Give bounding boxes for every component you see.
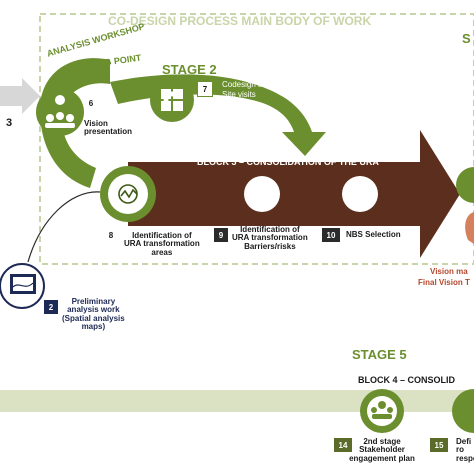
step8-number: 8	[104, 228, 118, 242]
stage3-label: STAGE 3	[208, 141, 263, 156]
step6-number: 6	[84, 96, 98, 110]
step2-line4: maps)	[81, 322, 106, 332]
step7-line2: Site visits	[222, 90, 256, 99]
main-frame-title: CO-DESIGN PROCESS MAIN BODY OF WORK	[108, 14, 372, 28]
step2-text: Preliminary analysis work (Spatial analy…	[62, 297, 125, 332]
step9-line2: URA transformation	[232, 233, 308, 243]
step7-line4: Questionnaires	[222, 110, 276, 119]
group-icon	[371, 401, 393, 419]
block3-title: BLOCK 3 – CONSOLIDATION OF THE URA	[197, 157, 379, 167]
right-vision-line1: Vision ma	[430, 267, 468, 276]
step7-circle	[150, 78, 194, 122]
step14-text: 2nd stage Stakeholder engagement plan	[342, 437, 422, 463]
step14-number: 14	[334, 438, 352, 452]
left-edge-fragment: 3	[6, 117, 13, 129]
step14-line1: 2nd stage	[363, 437, 401, 446]
step9-line1: Identification of	[240, 225, 300, 234]
stage5-label: STAGE 5	[352, 347, 407, 362]
step2-number: 2	[44, 300, 58, 314]
step7-line3: Discussion	[222, 100, 261, 109]
step15-line3: respo	[456, 453, 474, 463]
connector-curve	[27, 191, 101, 263]
step14-line3: engagement plan	[349, 453, 415, 463]
right-green-circle	[456, 167, 474, 203]
step8-text: Identification of URA transformation are…	[124, 231, 200, 257]
step9-number: 9	[214, 228, 228, 242]
block3-main-arrow	[128, 130, 460, 258]
step6-text: Vision presentation	[84, 119, 133, 137]
step7-line1: Codesign activities	[222, 80, 289, 89]
step6-line2: presentation	[84, 127, 133, 137]
step7-text: Codesign activities Site visits Discussi…	[222, 80, 289, 120]
main-frame	[39, 13, 474, 265]
step15-line2: ro	[456, 445, 464, 455]
step15-line1: Defi	[456, 437, 472, 446]
map-monitor-icon	[10, 274, 36, 294]
step2-line3: (Spatial analysis	[62, 313, 125, 323]
step2-line1: Preliminary	[71, 297, 116, 306]
analysis-chart-icon	[118, 184, 138, 204]
step14-line2: Stakeholder	[359, 445, 405, 455]
step10-circle	[342, 176, 378, 212]
step10-number: 10	[322, 228, 340, 242]
right-vision-line2: Final Vision T	[418, 278, 470, 287]
step10-text: NBS Selection	[346, 230, 401, 239]
stage2-label: STAGE 2	[162, 62, 217, 77]
left-incoming-arrow	[0, 78, 40, 114]
step9-text: Identification of URA transformation Bar…	[232, 225, 308, 251]
idea-people-icon	[45, 95, 75, 128]
step8-line3: areas	[151, 247, 173, 257]
step8-inner	[108, 174, 148, 214]
puzzle-icon	[161, 89, 183, 111]
step9-circle	[244, 176, 280, 212]
step7-number: 7	[197, 81, 213, 97]
right-orange-shape	[465, 212, 474, 244]
block4-title: BLOCK 4 – CONSOLID	[358, 375, 456, 385]
step8-line2: URA transformation	[124, 239, 200, 249]
step2-line2: analysis work	[67, 305, 120, 315]
step9-line3: Barriers/risks	[244, 241, 296, 251]
step15-text: Defi ro respo	[456, 437, 474, 463]
step8-line1: Identification of	[132, 231, 192, 240]
step15-number: 15	[430, 438, 448, 452]
right-stage-fragment: S	[462, 31, 471, 46]
step15-circle	[452, 389, 474, 433]
stage5-band	[0, 390, 474, 412]
step6-line1: Vision	[84, 119, 108, 128]
